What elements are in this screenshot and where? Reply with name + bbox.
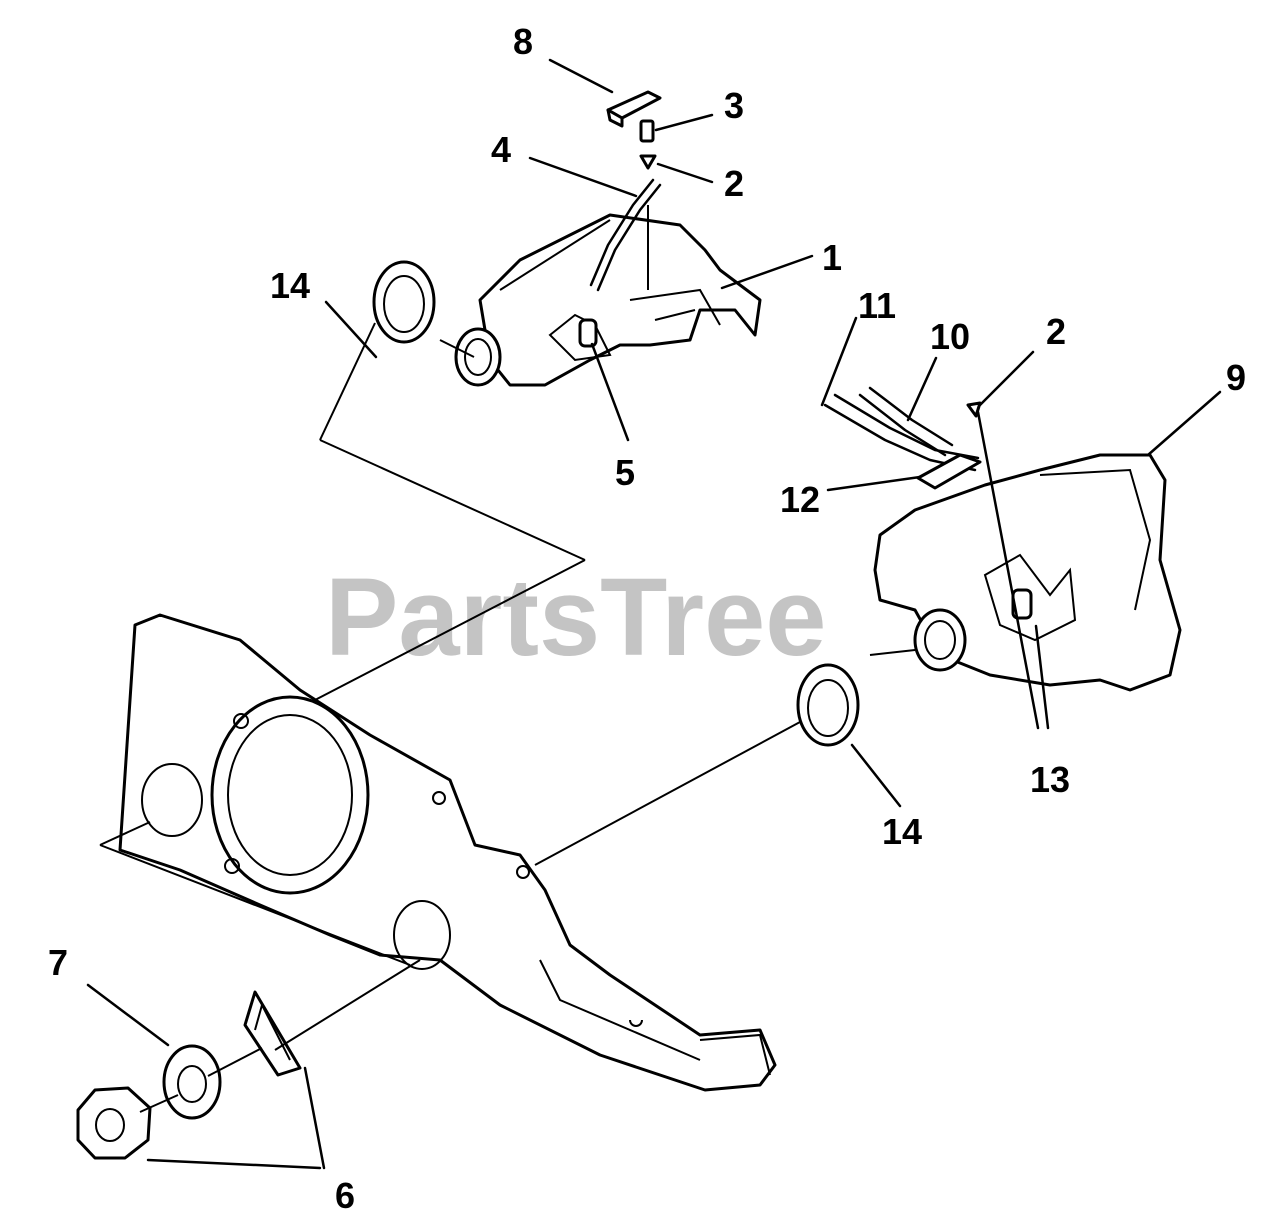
callout-2-right: 2 [1046,311,1066,352]
part-6-nut [76,1086,152,1160]
callout-14-upper: 14 [270,265,310,306]
part-7-washer [162,1044,222,1120]
part-6-stud [243,990,302,1077]
callout-3: 3 [724,85,744,126]
callout-14-lower: 14 [882,811,922,852]
fuel-filter [1011,588,1033,620]
callout-2-upper: 2 [724,163,744,204]
oil-tank [454,213,762,387]
callout-5: 5 [615,452,635,493]
fuel-tank [873,453,1182,692]
part-14-seal-upper [372,260,436,344]
part-14-seal-lower [796,663,860,747]
callout-12: 12 [780,479,820,520]
part-8-cap [606,90,662,128]
callout-7: 7 [48,942,68,983]
callout-6: 6 [335,1175,355,1216]
callout-4: 4 [491,129,511,170]
leader-lines [86,58,1222,1170]
oil-pickup-filter [578,318,598,348]
callouts: 8 3 4 2 1 14 5 11 10 2 9 12 13 14 7 6 [48,21,1246,1216]
callout-13: 13 [1030,759,1070,800]
part-2-screw-upper [639,154,657,170]
main-housing [118,613,777,1092]
oil-tank-breather-tube [589,178,662,292]
watermark: PartsTree [325,556,826,679]
part-3-fitting [639,119,655,143]
assembly-guide-lines [99,322,916,1113]
callout-8: 8 [513,21,533,62]
part-12-clip [916,453,982,490]
callout-9: 9 [1226,357,1246,398]
callout-1: 1 [822,237,842,278]
callout-10: 10 [930,316,970,357]
callout-11: 11 [858,285,896,326]
